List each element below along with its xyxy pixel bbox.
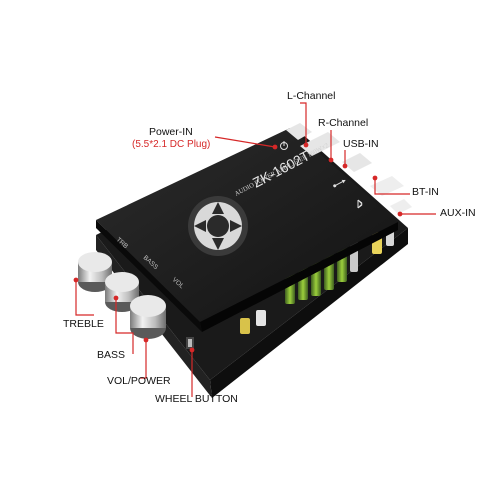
callout-vol-power: VOL/POWER [107,375,171,387]
callout-treble: TREBLE [63,318,104,330]
bluetooth-icon [357,199,363,209]
leader-lines [75,102,436,397]
callout-r-channel: R-Channel [318,117,369,129]
wheel-button [186,337,194,349]
callout-bass: BASS [97,349,126,361]
power-icon [280,141,288,150]
callout-power-in: Power-IN [149,126,193,138]
fan [188,196,248,256]
callout-wheel-button: WHEEL BUTTON [155,393,238,405]
callout-power-in-note: (5.5*2.1 DC Plug) [132,139,211,150]
leader-dots [73,142,403,353]
callout-aux-in: AUX-IN [440,207,476,219]
treble-knob [78,252,112,292]
callout-usb-in: USB-IN [343,138,379,150]
callout-bt-in: BT-IN [412,186,439,198]
volume-knob [130,295,166,339]
callout-l-channel: L-Channel [287,90,336,102]
usb-icon [333,179,346,188]
top-connectors [286,123,412,214]
